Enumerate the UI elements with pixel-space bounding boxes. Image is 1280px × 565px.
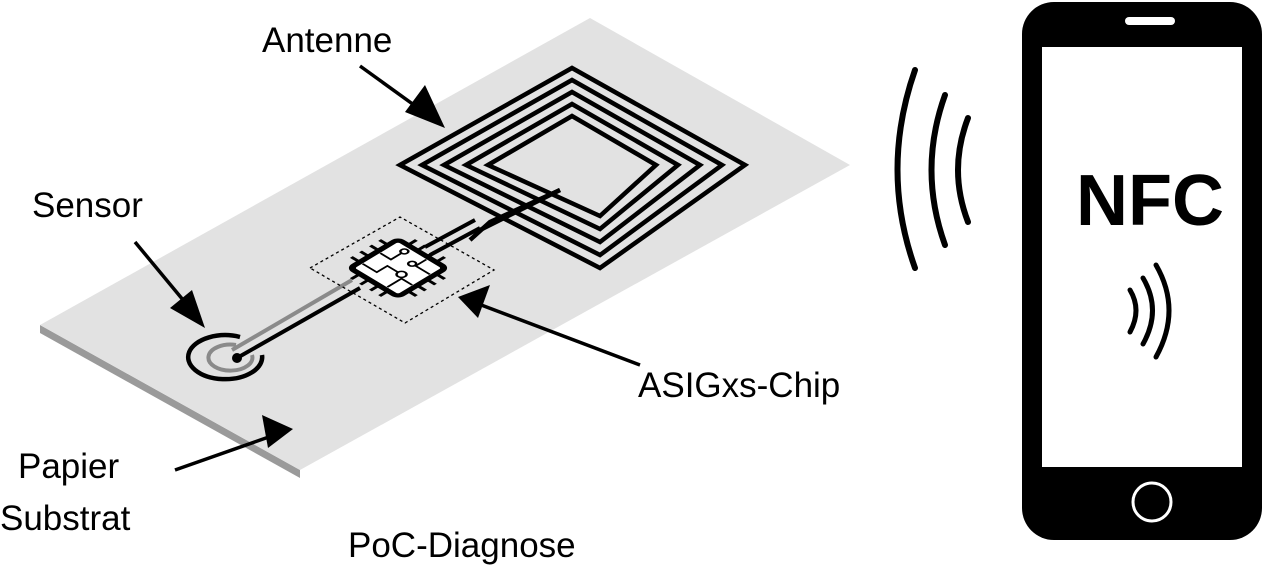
antenna-coil [395,65,750,271]
sensor-label: Sensor [32,186,143,225]
sensor-electrode [185,332,265,382]
phone-nfc-waves-icon [1127,262,1172,360]
microchip-icon [348,238,448,298]
antenna-label: Antenne [262,21,392,60]
caption: PoC-Diagnose [348,526,576,565]
sensor-traces [230,218,481,360]
chip-pointer-arrow [466,298,641,367]
phone-nfc-text: NFC [1076,161,1224,241]
substrate-pointer-arrow [174,429,285,472]
substrate-label-line1: Papier [18,447,120,486]
substrate-label-line2: Substrat [0,499,131,538]
smartphone-icon [1022,2,1262,540]
chip-area-outline [308,216,496,324]
chip-label: ASIGxs-Chip [638,366,840,405]
nfc-signal-waves-icon [894,67,971,271]
